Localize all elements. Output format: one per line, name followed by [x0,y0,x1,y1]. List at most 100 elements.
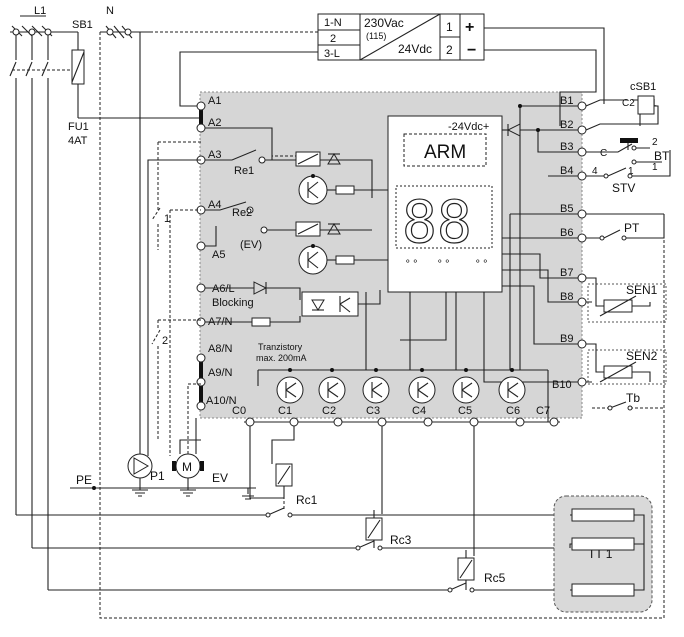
svg-text:A2: A2 [208,117,221,129]
seven-segment-display: 88 [402,188,472,256]
svg-text:A1: A1 [208,95,221,107]
psu-vdc: 24Vdc [398,42,432,56]
supply-label: -24Vdc+ [448,121,489,133]
relay-re1-label: Re1 [234,165,254,177]
motor-label: M [182,460,192,474]
output-transistor-c4 [408,368,436,404]
terminal-a5: A5 [196,241,225,261]
terminal-b4: B4 [560,165,587,181]
svg-text:A10/N: A10/N [206,395,237,407]
psu-minus: − [467,42,476,59]
svg-text:C3: C3 [366,405,380,417]
relay-re2-label: Re2 [232,207,252,219]
svg-text:B5: B5 [560,203,573,215]
svg-text:C6: C6 [506,405,520,417]
keypad-buttons: ⚬⚬ ⚬⚬ ⚬⚬ [404,256,489,266]
svg-text:C4: C4 [412,405,426,417]
output-transistors: Tranzistory max. 200mA [256,292,549,422]
tt1-heater-block: TT 1 [553,495,653,613]
terminal-a1: A1 [196,95,221,111]
stv-thermostat: 4 1 STV [586,150,671,195]
sb1-label: SB1 [72,19,93,31]
fuse-fu1: FU1 4AT [60,31,200,147]
csb1-c2: C2 [622,98,635,109]
psu-input-1: 1-N [324,17,342,29]
bt-thermostat: C 2 1 BT [586,137,670,173]
psu-output-1: 1 [446,20,453,34]
driver-transistor-1 [298,174,388,205]
svg-text:B10: B10 [552,379,572,391]
bt-2: 2 [652,137,658,148]
pe-earth: PE [70,473,256,500]
tb-contact: Tb [592,391,664,411]
n-label: N [106,5,114,17]
bt-c: C [600,148,607,159]
svg-text:A3: A3 [208,149,221,161]
svg-text:C1: C1 [278,405,292,417]
motor-ev: M EV [172,383,228,497]
bt-label: BT [654,149,670,163]
psu-input-2: 2 [330,33,336,45]
relay-rc5: Rc5 [48,426,570,593]
transistors-note-1: Tranzistory [258,342,303,352]
sen1-label: SEN1 [626,283,658,297]
output-transistor-c2 [318,368,346,404]
svg-text:⚬⚬: ⚬⚬ [404,256,419,266]
terminal-a10: A10/N [196,395,237,411]
terminal-a9: A9/N [196,367,233,387]
p1-label: P1 [150,469,165,483]
svg-text:A5: A5 [212,249,225,261]
svg-text:⚬⚬: ⚬⚬ [436,256,451,266]
svg-text:B8: B8 [560,291,573,303]
power-supply: 1-N 2 3-L 230Vac (115) 24Vdc 1 2 + − [317,13,485,61]
stv-label: STV [612,181,635,195]
relay-re1: Re1 [205,127,373,198]
terminal-c4: C4 [412,405,433,427]
n-conductor [100,25,150,39]
stv-4: 4 [592,166,598,177]
csb1-label: cSB1 [630,81,656,93]
terminal-c7: C7 [536,405,559,427]
svg-text:C0: C0 [232,405,246,417]
output-transistor-c6 [498,368,526,404]
svg-text:C2: C2 [322,405,336,417]
pe-label: PE [76,473,92,487]
fuse-rating: 4AT [68,135,88,147]
psu-output-2: 2 [446,43,453,57]
bottom-terminal-block: C0 C1 C2 C3 C4 C5 C6 C7 [232,405,560,427]
transistors-note-2: max. 200mA [256,353,307,363]
svg-text:⚬⚬: ⚬⚬ [474,256,489,266]
arm-display-module: ARM 88 ⚬⚬ ⚬⚬ ⚬⚬ -24Vdc+ [387,115,503,293]
relay-re2: Re2 (EV) [205,201,372,251]
internal-right-wiring [483,104,578,383]
terminal-c6: C6 [506,405,525,427]
left-terminal-block: A1 A2 A3 A4 A5 A6/L A7/N A8/N A9/N A10/N [196,95,237,411]
sen2-label: SEN2 [626,349,658,363]
output-transistor-c3 [362,368,390,404]
stv-1: 1 [628,166,634,177]
svg-text:B2: B2 [560,119,573,131]
svg-text:B1: B1 [560,95,573,107]
output-transistor-c5 [452,368,480,404]
svg-text:A6/L: A6/L [212,283,235,295]
supply-lines: L1 N SB1 [9,5,665,619]
relay-rc1: Rc1 [16,426,570,518]
external-switch-1: 1 [147,141,201,456]
rc1-label: Rc1 [296,493,318,507]
psu-vac: 230Vac [364,16,404,30]
l1-conductors [9,25,70,590]
psu-input-3: 3-L [324,48,340,60]
svg-text:B9: B9 [560,333,573,345]
terminal-b2: B2 [560,119,587,135]
pt-label: PT [624,221,640,235]
sen1-sensor: SEN1 [586,277,667,323]
rc3-label: Rc3 [390,533,412,547]
svg-text:C5: C5 [458,405,472,417]
svg-text:A9/N: A9/N [208,367,233,379]
blocking-input: Blocking [205,281,381,327]
driver-transistor-2 [298,244,388,275]
blocking-label: Blocking [212,297,254,309]
csb1-contact: cSB1 C2 C1 [585,81,659,131]
pump-p1: P1 [127,453,165,497]
ev-label: EV [212,471,228,485]
